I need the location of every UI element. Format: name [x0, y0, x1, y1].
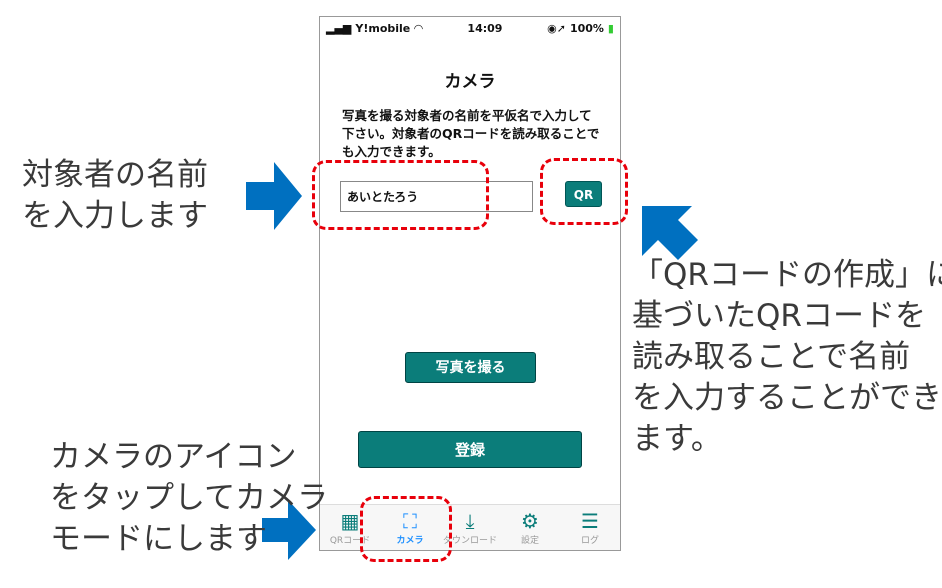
arrow-right-icon — [262, 500, 316, 560]
download-icon: ⤓ — [465, 509, 475, 533]
tab-bar: ▦ QRコード ⛶ カメラ ⤓ ダウンロード ⚙ 設定 ☰ ログ — [320, 504, 620, 550]
battery-icon: ▮ — [607, 21, 614, 35]
annotation-line: モードにします — [50, 521, 267, 557]
location-icon: ◉➚ — [547, 21, 566, 35]
name-input[interactable] — [340, 181, 533, 212]
tab-download[interactable]: ⤓ ダウンロード — [440, 505, 500, 550]
tab-log[interactable]: ☰ ログ — [560, 505, 620, 550]
tab-settings[interactable]: ⚙ 設定 — [500, 505, 560, 550]
qr-button-highlight — [540, 158, 628, 225]
gear-icon: ⚙ — [521, 509, 539, 533]
status-bar: ▂▄▆ Y!mobile ◠ 14:09 ◉➚ 100% ▮ — [320, 17, 620, 39]
signal-icon: ▂▄▆ — [326, 21, 352, 35]
annotation-line: 読み取ることで名前 — [632, 339, 911, 375]
annotation-line: 対象者の名前 — [22, 157, 208, 193]
page-title: カメラ — [444, 72, 496, 92]
annotation-line: をタップしてカメラ — [50, 480, 329, 516]
name-input-highlight — [312, 160, 489, 230]
person-scan-icon: ⛶ — [403, 509, 417, 533]
instructions: 写真を撮る対象者の名前を平仮名で入力して下さい。対象者のQRコードを読み取ること… — [342, 108, 600, 159]
qr-button[interactable]: QR — [565, 181, 602, 207]
arrow-up-left-icon — [642, 206, 698, 260]
wifi-icon: ◠ — [414, 21, 423, 35]
status-right: ◉➚ 100% ▮ — [547, 22, 614, 35]
annotation-line: 基づいたQRコードを — [632, 298, 926, 334]
time: 14:09 — [467, 21, 503, 35]
annotation-line: カメラのアイコン — [50, 439, 297, 475]
take-photo-button[interactable]: 写真を撮る — [405, 352, 536, 383]
annotation-line: 「QRコードの作成」に — [632, 257, 942, 293]
annotation-line: ます。 — [632, 421, 722, 457]
annotation-qr: 「QRコードの作成」に 基づいたQRコードを 読み取ることで名前 を入力すること… — [632, 255, 942, 460]
tab-qr-code[interactable]: ▦ QRコード — [320, 505, 380, 550]
phone-screen: ▂▄▆ Y!mobile ◠ 14:09 ◉➚ 100% ▮ カメラ 写真を撮る… — [319, 16, 621, 551]
list-icon: ☰ — [581, 509, 599, 533]
battery-percent: 100% — [569, 21, 604, 35]
annotation-line: を入力します — [22, 198, 208, 234]
annotation-camera: カメラのアイコン をタップしてカメラ モードにします — [50, 437, 328, 560]
camera-tab-highlight — [360, 496, 452, 562]
tab-label: QRコード — [329, 536, 371, 546]
register-button[interactable]: 登録 — [358, 431, 582, 468]
tab-label: ダウンロード — [442, 536, 497, 546]
tab-label: ログ — [580, 536, 599, 546]
tab-label: カメラ — [396, 536, 424, 546]
annotation-line: を入力することができ — [632, 380, 942, 416]
status-left: ▂▄▆ Y!mobile ◠ — [326, 22, 423, 35]
annotation-name: 対象者の名前 を入力します — [22, 155, 208, 237]
tab-label: 設定 — [520, 536, 539, 546]
carrier: Y!mobile — [355, 21, 411, 35]
arrow-right-icon — [246, 162, 302, 230]
tab-camera[interactable]: ⛶ カメラ — [380, 505, 440, 550]
qr-code-icon: ▦ — [340, 509, 360, 533]
